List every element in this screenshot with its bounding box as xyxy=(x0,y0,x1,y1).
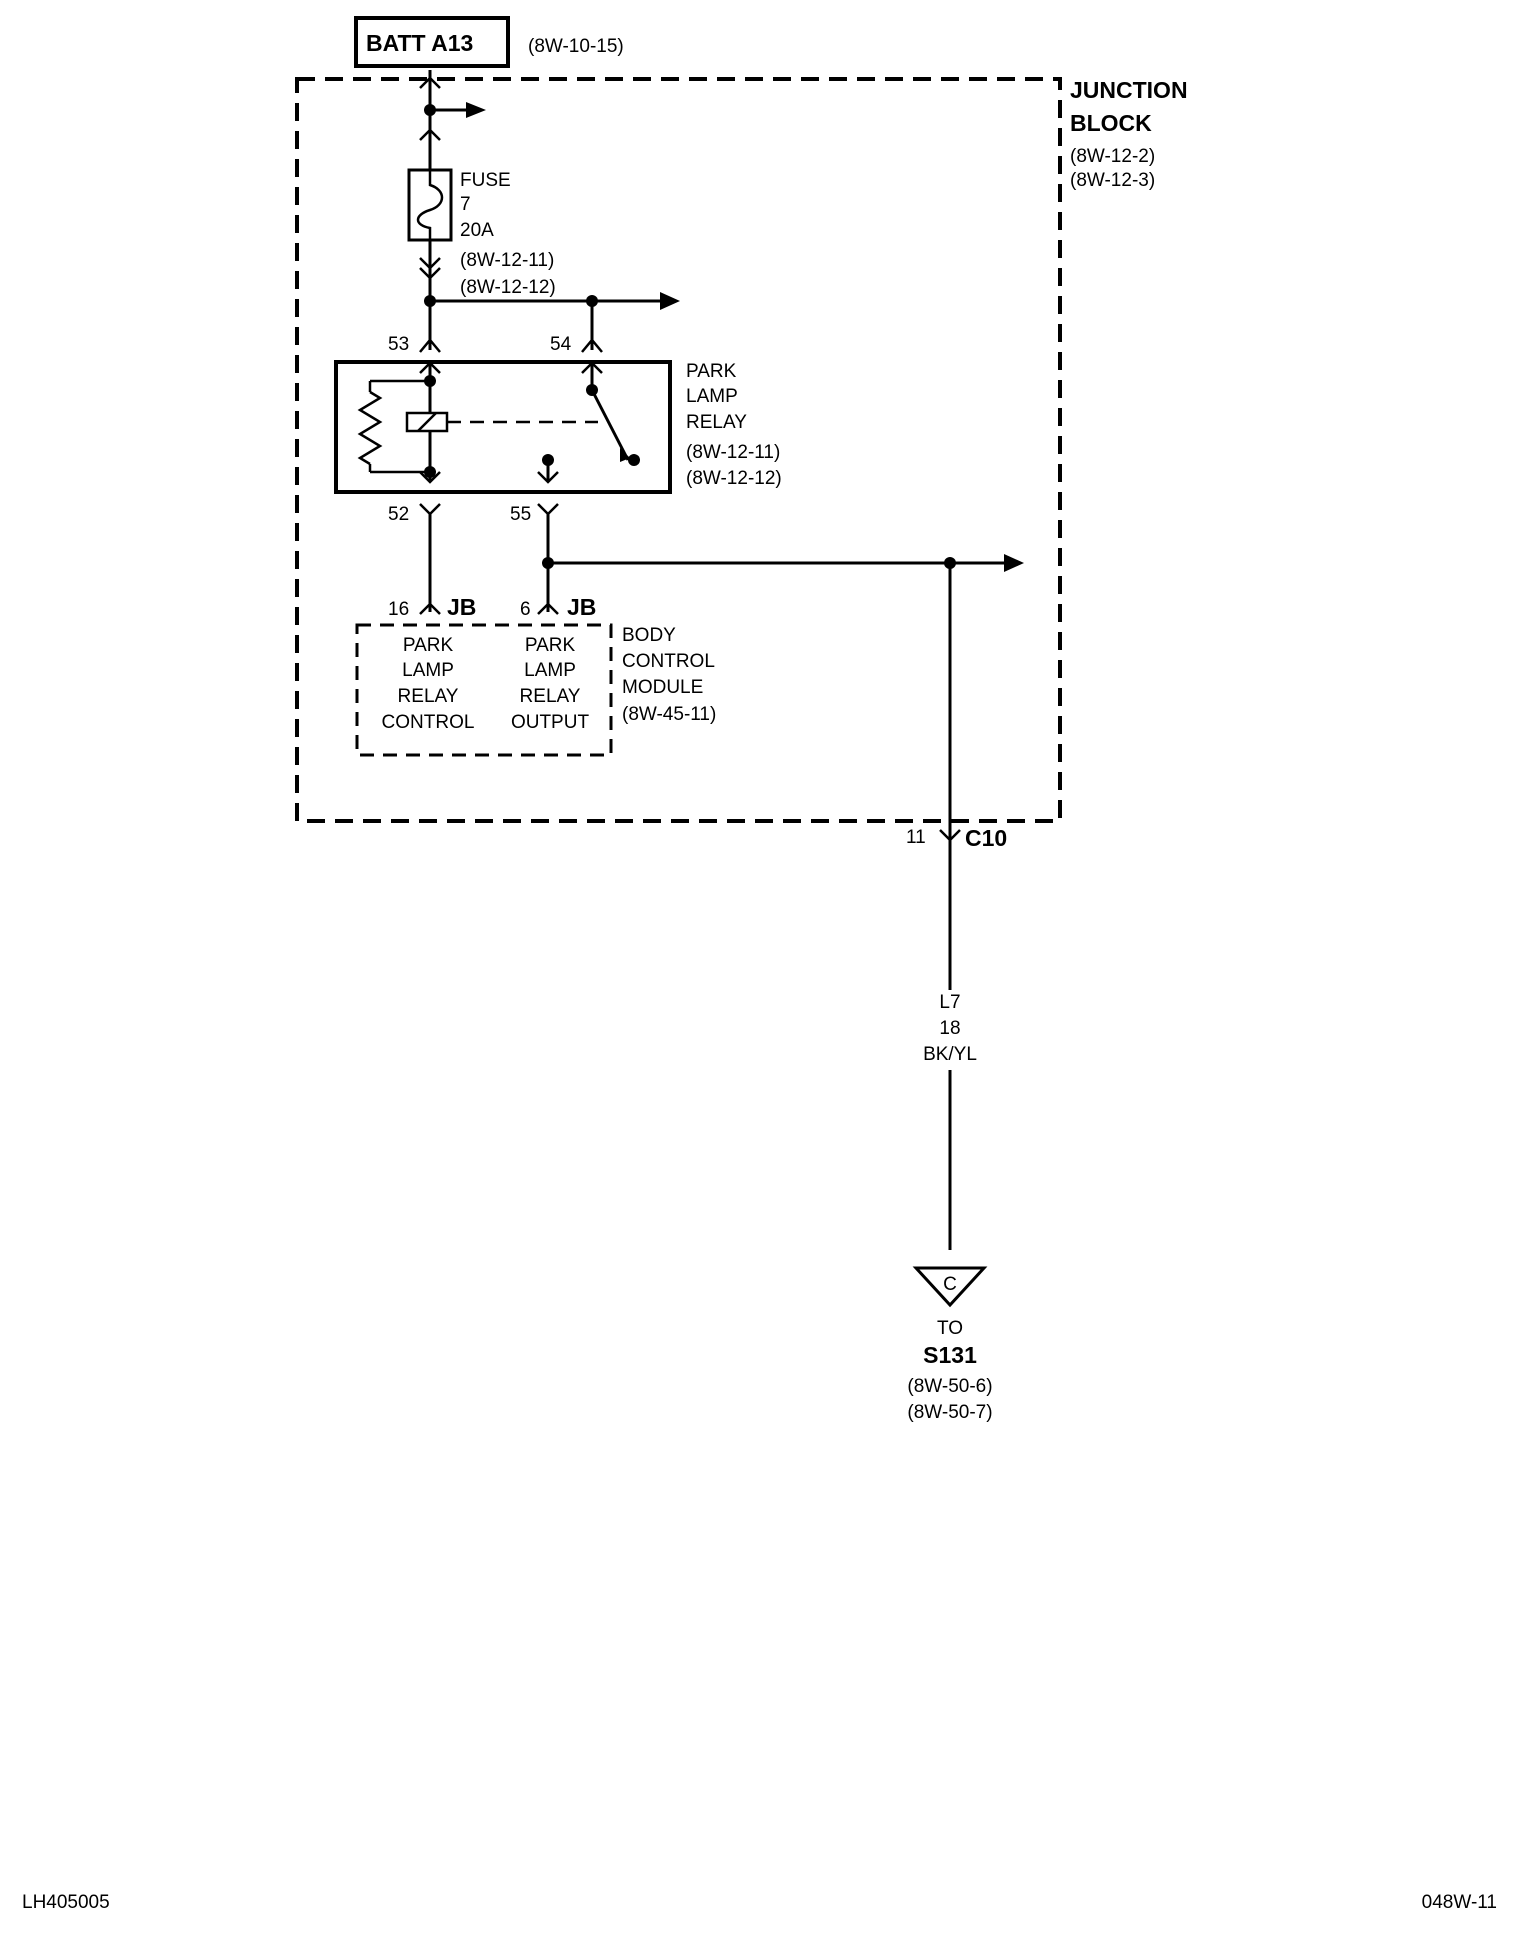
arrow-right-icon xyxy=(1004,554,1024,572)
fuse-label-3: 20A xyxy=(460,220,494,241)
bcm-left-l3: RELAY xyxy=(398,686,459,707)
junction-block-ref-1: (8W-12-2) xyxy=(1070,146,1155,167)
batt-label: BATT A13 xyxy=(366,30,473,56)
pin-55: 55 xyxy=(510,504,531,525)
fuse-7 xyxy=(407,168,453,242)
wire-gauge: 18 xyxy=(939,1018,960,1039)
bcm-name-2: CONTROL xyxy=(622,651,715,672)
splice-letter: C xyxy=(943,1274,957,1295)
wire-circuit: L7 xyxy=(939,992,960,1013)
relay-label-1: PARK xyxy=(686,361,737,382)
junction-block-ref-2: (8W-12-3) xyxy=(1070,170,1155,191)
connector-c10-symbol xyxy=(939,829,961,842)
footer-left-code: LH405005 xyxy=(22,1892,110,1913)
park-lamp-relay xyxy=(334,360,672,494)
junction-block-label-1: JUNCTION xyxy=(1070,77,1188,103)
pin-53: 53 xyxy=(388,334,409,355)
fuse-ref-2: (8W-12-12) xyxy=(460,277,556,298)
bcm-right-l1: PARK xyxy=(525,635,576,656)
bcm-right-l4: OUTPUT xyxy=(511,712,590,733)
arrow-right-icon xyxy=(660,292,680,310)
fuse-label-1: FUSE xyxy=(460,170,511,191)
bcm-right-l2: LAMP xyxy=(524,660,576,681)
arrow-right-icon xyxy=(466,102,486,118)
fuse-ref-1: (8W-12-11) xyxy=(460,250,554,271)
bcm-left-l2: LAMP xyxy=(402,660,454,681)
bcm-left-l4: CONTROL xyxy=(382,712,475,733)
bcm-conn-jb-right: JB xyxy=(567,594,596,620)
relay-label-3: RELAY xyxy=(686,412,747,433)
junction-block-outline xyxy=(295,77,1062,823)
splice-name: S131 xyxy=(923,1342,977,1368)
pin-54: 54 xyxy=(550,334,572,355)
bcm-name-1: BODY xyxy=(622,625,676,646)
batt-ref: (8W-10-15) xyxy=(528,36,624,57)
relay-output-wires xyxy=(419,503,1024,1250)
bcm-ref: (8W-45-11) xyxy=(622,704,716,725)
bcm-right-l3: RELAY xyxy=(520,686,581,707)
bcm-pin-6: 6 xyxy=(520,599,531,620)
bcm-left-l1: PARK xyxy=(403,635,454,656)
bcm-conn-jb-left: JB xyxy=(447,594,476,620)
splice-ref-2: (8W-50-7) xyxy=(907,1402,992,1423)
pin-52: 52 xyxy=(388,504,409,525)
battery-feed-wire xyxy=(419,70,486,170)
footer-right-code: 048W-11 xyxy=(1422,1892,1497,1913)
wire-color: BK/YL xyxy=(923,1044,977,1065)
splice-c-triangle xyxy=(912,1266,988,1308)
fused-b-plus-wire xyxy=(419,240,680,353)
body-control-module-outline xyxy=(355,623,613,757)
fuse-label-2: 7 xyxy=(460,194,471,215)
junction-block-label-2: BLOCK xyxy=(1070,110,1152,136)
batt-box xyxy=(354,16,510,68)
connector-c10-label: C10 xyxy=(965,825,1007,851)
bcm-name-3: MODULE xyxy=(622,677,703,698)
connector-pin-11: 11 xyxy=(906,827,926,848)
relay-ref-2: (8W-12-12) xyxy=(686,468,782,489)
bcm-pin-16: 16 xyxy=(388,599,409,620)
relay-label-2: LAMP xyxy=(686,386,738,407)
relay-ref-1: (8W-12-11) xyxy=(686,442,780,463)
splice-ref-1: (8W-50-6) xyxy=(907,1376,992,1397)
splice-to: TO xyxy=(937,1318,963,1339)
